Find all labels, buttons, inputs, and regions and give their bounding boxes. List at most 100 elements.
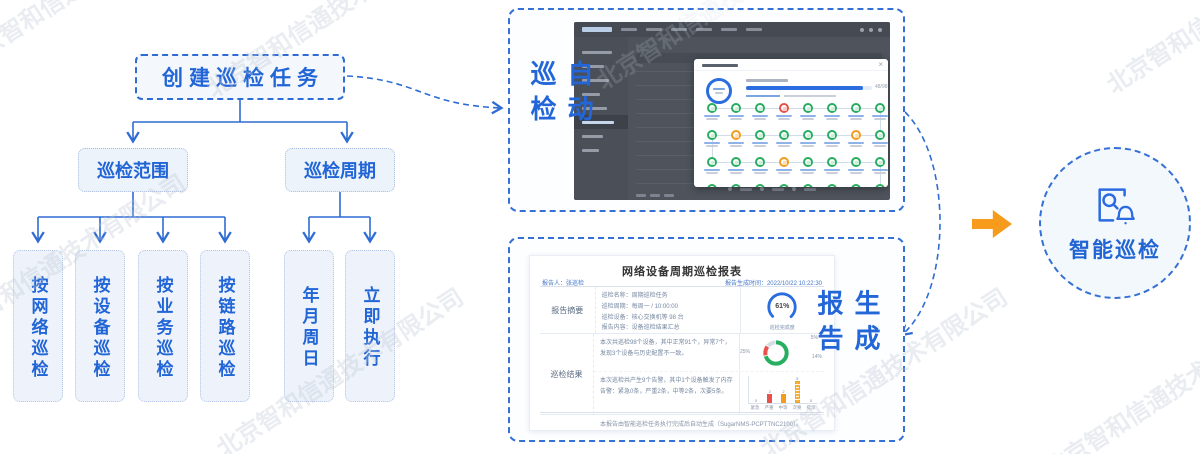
device-node [797, 103, 819, 120]
summary-line: 巡检设备：核心交换机等 98 台 [601, 314, 684, 321]
gauge-label: 巡检完成度 [769, 325, 795, 331]
leaf-immediate-box: 立即执行 [345, 250, 395, 402]
scope-box: 巡检范围 [78, 148, 188, 192]
result-text-1: 本次共巡检98个设备，其中正常91个，异常7个，发现3个设备与历史配置不一致。 [594, 334, 740, 371]
result-text-2: 本次巡检共产生9个告警，其中1个设备触发了内存告警：紧急0条，严重2条，中等2条… [594, 372, 740, 414]
nms-app-screenshot: × 48/98 [574, 22, 890, 200]
leaf-link-box: 按链路巡检 [200, 250, 250, 402]
bar: 5 [794, 377, 801, 403]
bar: 2 [766, 390, 773, 403]
modal-title-bar [702, 64, 738, 67]
app-pagination [636, 194, 674, 197]
device-node [773, 130, 795, 147]
device-node [725, 184, 747, 187]
app-sidebar-selected-item [574, 115, 628, 129]
report-panel: 生成报告 网络设备周期巡检报表 报告人：张巡检 报告生成时间：2022/10/2… [508, 237, 905, 442]
device-node [797, 157, 819, 174]
device-node [845, 130, 867, 147]
report-note: 本报告由智能巡检任务执行完成后自动生成（SugarNMS-PCPTTNC2100… [600, 422, 803, 428]
bar-chart-categories: 紧急严重中等次要提示 [748, 405, 818, 411]
device-node [797, 184, 819, 187]
device-node [821, 130, 843, 147]
bar: 0 [809, 398, 813, 403]
inspection-report-card: 网络设备周期巡检报表 报告人：张巡检 报告生成时间：2022/10/22 10:… [529, 255, 835, 431]
gauge-value: 61% [775, 303, 790, 310]
summary-lines: 巡检名称：周期巡检任务 巡检周期：每周一 / 10:00:00 巡检设备：核心交… [596, 287, 741, 333]
progress-bar [746, 86, 872, 90]
summary-row-label: 报告摘要 [540, 287, 596, 333]
report-table: 报告摘要 巡检名称：周期巡检任务 巡检周期：每周一 / 10:00:00 巡检设… [540, 286, 824, 428]
device-node [749, 103, 771, 120]
donut-label: 14% [811, 354, 822, 360]
device-node [749, 130, 771, 147]
app-legend [728, 187, 816, 191]
report-title: 网络设备周期巡检报表 [622, 266, 742, 278]
device-node [773, 103, 795, 120]
device-node [869, 130, 888, 147]
donut-label: 5% [810, 335, 818, 341]
intelligent-inspection-node: 智能巡检 [1039, 147, 1191, 299]
summary-line: 巡检周期：每周一 / 10:00:00 [601, 303, 678, 310]
result-row-label: 巡检结果 [540, 334, 594, 414]
device-node [797, 130, 819, 147]
bar: 0 [754, 398, 757, 403]
auto-inspection-panel: 自动巡检 [508, 8, 905, 212]
device-node [725, 130, 747, 147]
app-logo [582, 27, 612, 32]
cycle-box: 巡检周期 [285, 148, 395, 192]
bar-category-label: 次要 [792, 405, 802, 410]
device-node [773, 184, 795, 187]
gauge-arc [767, 292, 797, 322]
leaf-device-box: 按设备巡检 [75, 250, 125, 402]
device-node [701, 157, 723, 174]
summary-line: 报告内容：设备巡检结果汇总 [601, 325, 680, 332]
progress-label-bar [746, 79, 788, 82]
report-generated-time: 报告生成时间：2022/10/22 10:22:30 [724, 281, 822, 287]
donut-segments [763, 340, 789, 366]
device-node [869, 184, 888, 187]
device-node [821, 157, 843, 174]
donut-chart: 5% 14% 25% [740, 334, 824, 371]
bar-category-label: 严重 [764, 405, 774, 410]
bar-category-label: 紧急 [750, 405, 760, 410]
device-node [845, 103, 867, 120]
node-grid [694, 103, 888, 187]
app-sidebar [574, 37, 628, 200]
app-navbar-icons [860, 27, 882, 32]
progress-badge [706, 78, 732, 104]
leaf-network-box: 按网络巡检 [13, 250, 63, 402]
device-node [821, 184, 843, 187]
device-node [749, 157, 771, 174]
donut-label: 25% [740, 349, 751, 355]
device-node [725, 157, 747, 174]
create-task-box: 创建巡检任务 [135, 54, 345, 100]
device-node [845, 184, 867, 187]
intelligent-inspection-label: 智能巡检 [1069, 239, 1161, 262]
device-node [701, 130, 723, 147]
bar-category-label: 中等 [778, 405, 788, 410]
close-icon: × [878, 60, 883, 69]
bar-category-label: 提示 [806, 405, 816, 410]
device-node [821, 103, 843, 120]
device-node [749, 184, 771, 187]
device-node [725, 103, 747, 120]
report-author: 报告人：张巡检 [542, 281, 585, 287]
inspection-alert-icon [1098, 188, 1135, 225]
device-node [845, 157, 867, 174]
progress-fraction: 48/98 [875, 84, 888, 90]
app-navbar [574, 22, 890, 37]
summary-line: 巡检名称：周期巡检任务 [601, 293, 668, 299]
leaf-business-box: 按业务巡检 [138, 250, 188, 402]
device-node [869, 103, 888, 120]
leaf-calendar-box: 年月周日 [284, 250, 334, 402]
auto-inspection-label: 自动巡检 [527, 60, 594, 130]
bar: 2 [780, 390, 787, 403]
gauge-chart: 61% 巡检完成度 [741, 287, 824, 333]
inspection-progress-modal: × 48/98 [694, 59, 888, 187]
modal-header: × [694, 59, 888, 71]
device-node [701, 103, 723, 120]
